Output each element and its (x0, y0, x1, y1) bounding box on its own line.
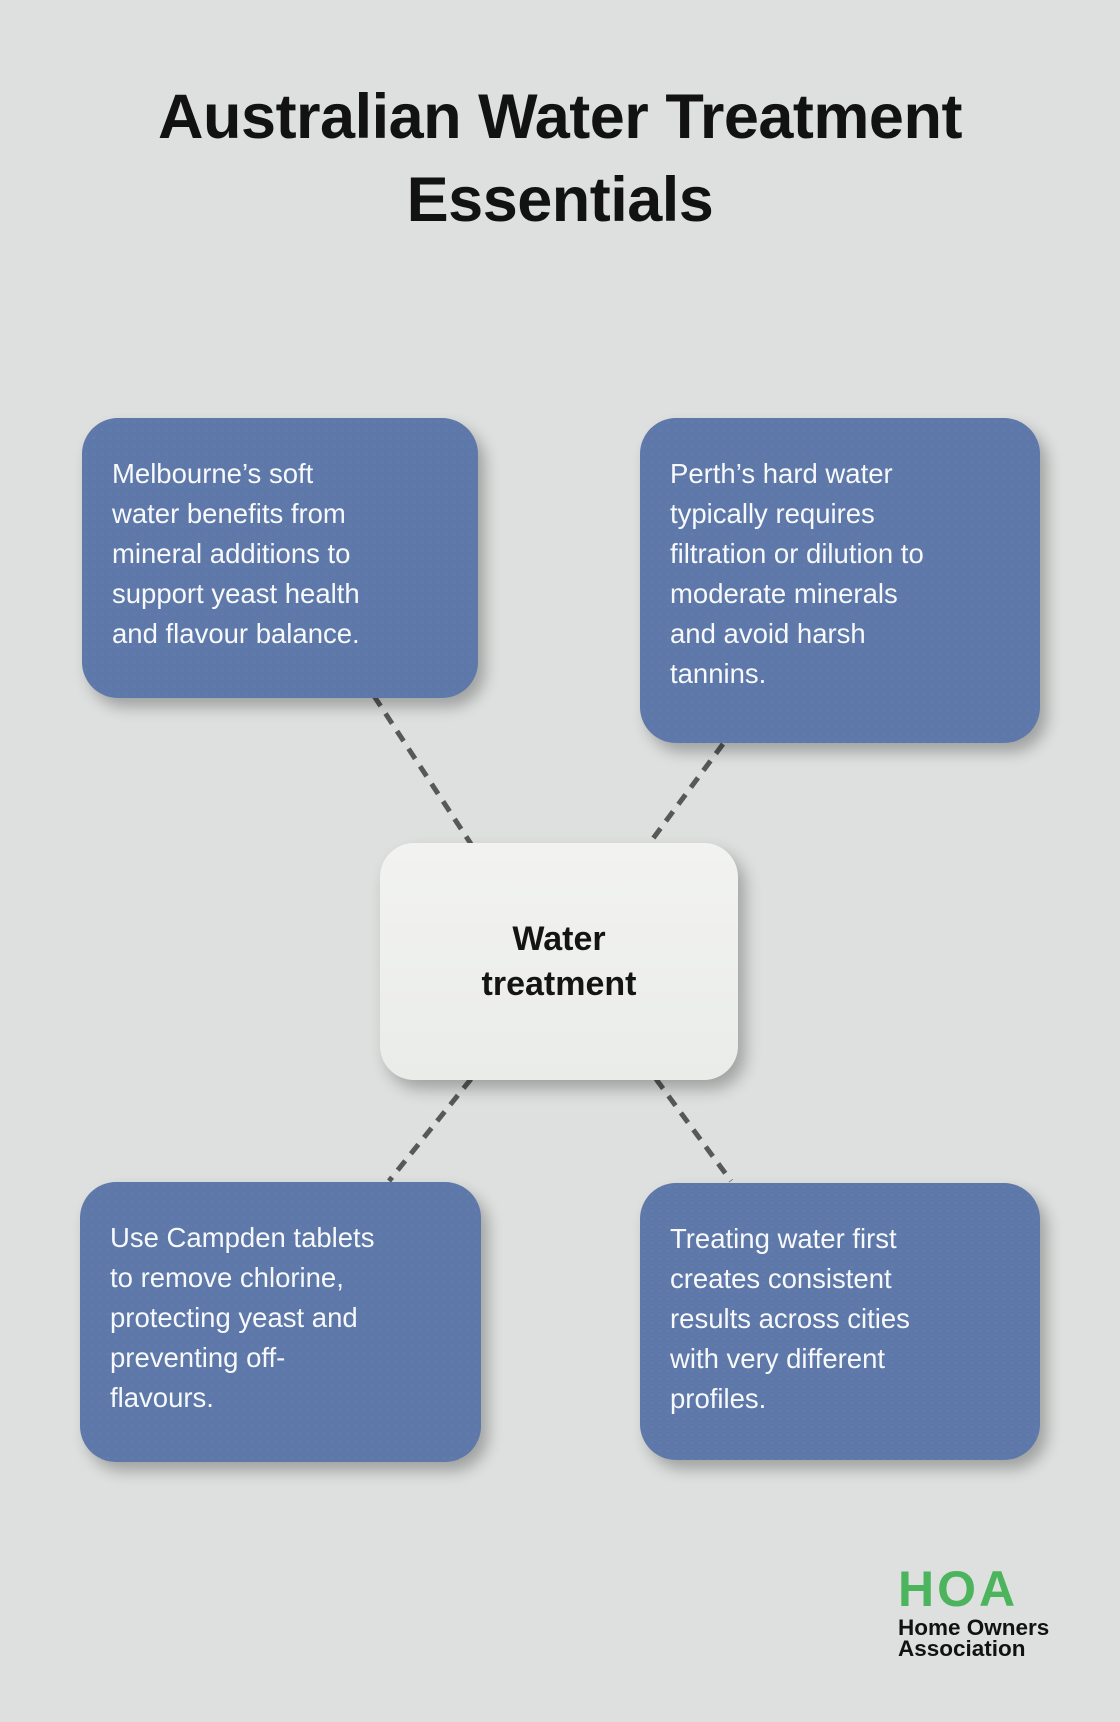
hoa-logo-acronym: HOA (898, 1561, 1019, 1617)
connector-bottom-left-icon (387, 1077, 473, 1183)
connector-top-left-icon (371, 694, 474, 846)
node-campden-tablets: Use Campden tablets to remove chlorine, … (80, 1182, 481, 1462)
page-title: Australian Water Treatment Essentials (158, 82, 962, 235)
node-perth-hard-water: Perth’s hard water typically requires fi… (640, 418, 1040, 743)
connector-top-right-icon (646, 742, 726, 846)
node-melbourne-soft-water: Melbourne’s soft water benefits from min… (82, 418, 478, 698)
hoa-logo: HOA Home Owners Association (898, 1561, 1078, 1661)
hoa-logo-name: Home Owners Association (898, 1615, 1050, 1661)
connector-bottom-right-icon (653, 1077, 734, 1183)
center-node-water-treatment: Water treatment (380, 843, 738, 1080)
node-treating-water-first: Treating water first creates consistent … (640, 1183, 1040, 1460)
